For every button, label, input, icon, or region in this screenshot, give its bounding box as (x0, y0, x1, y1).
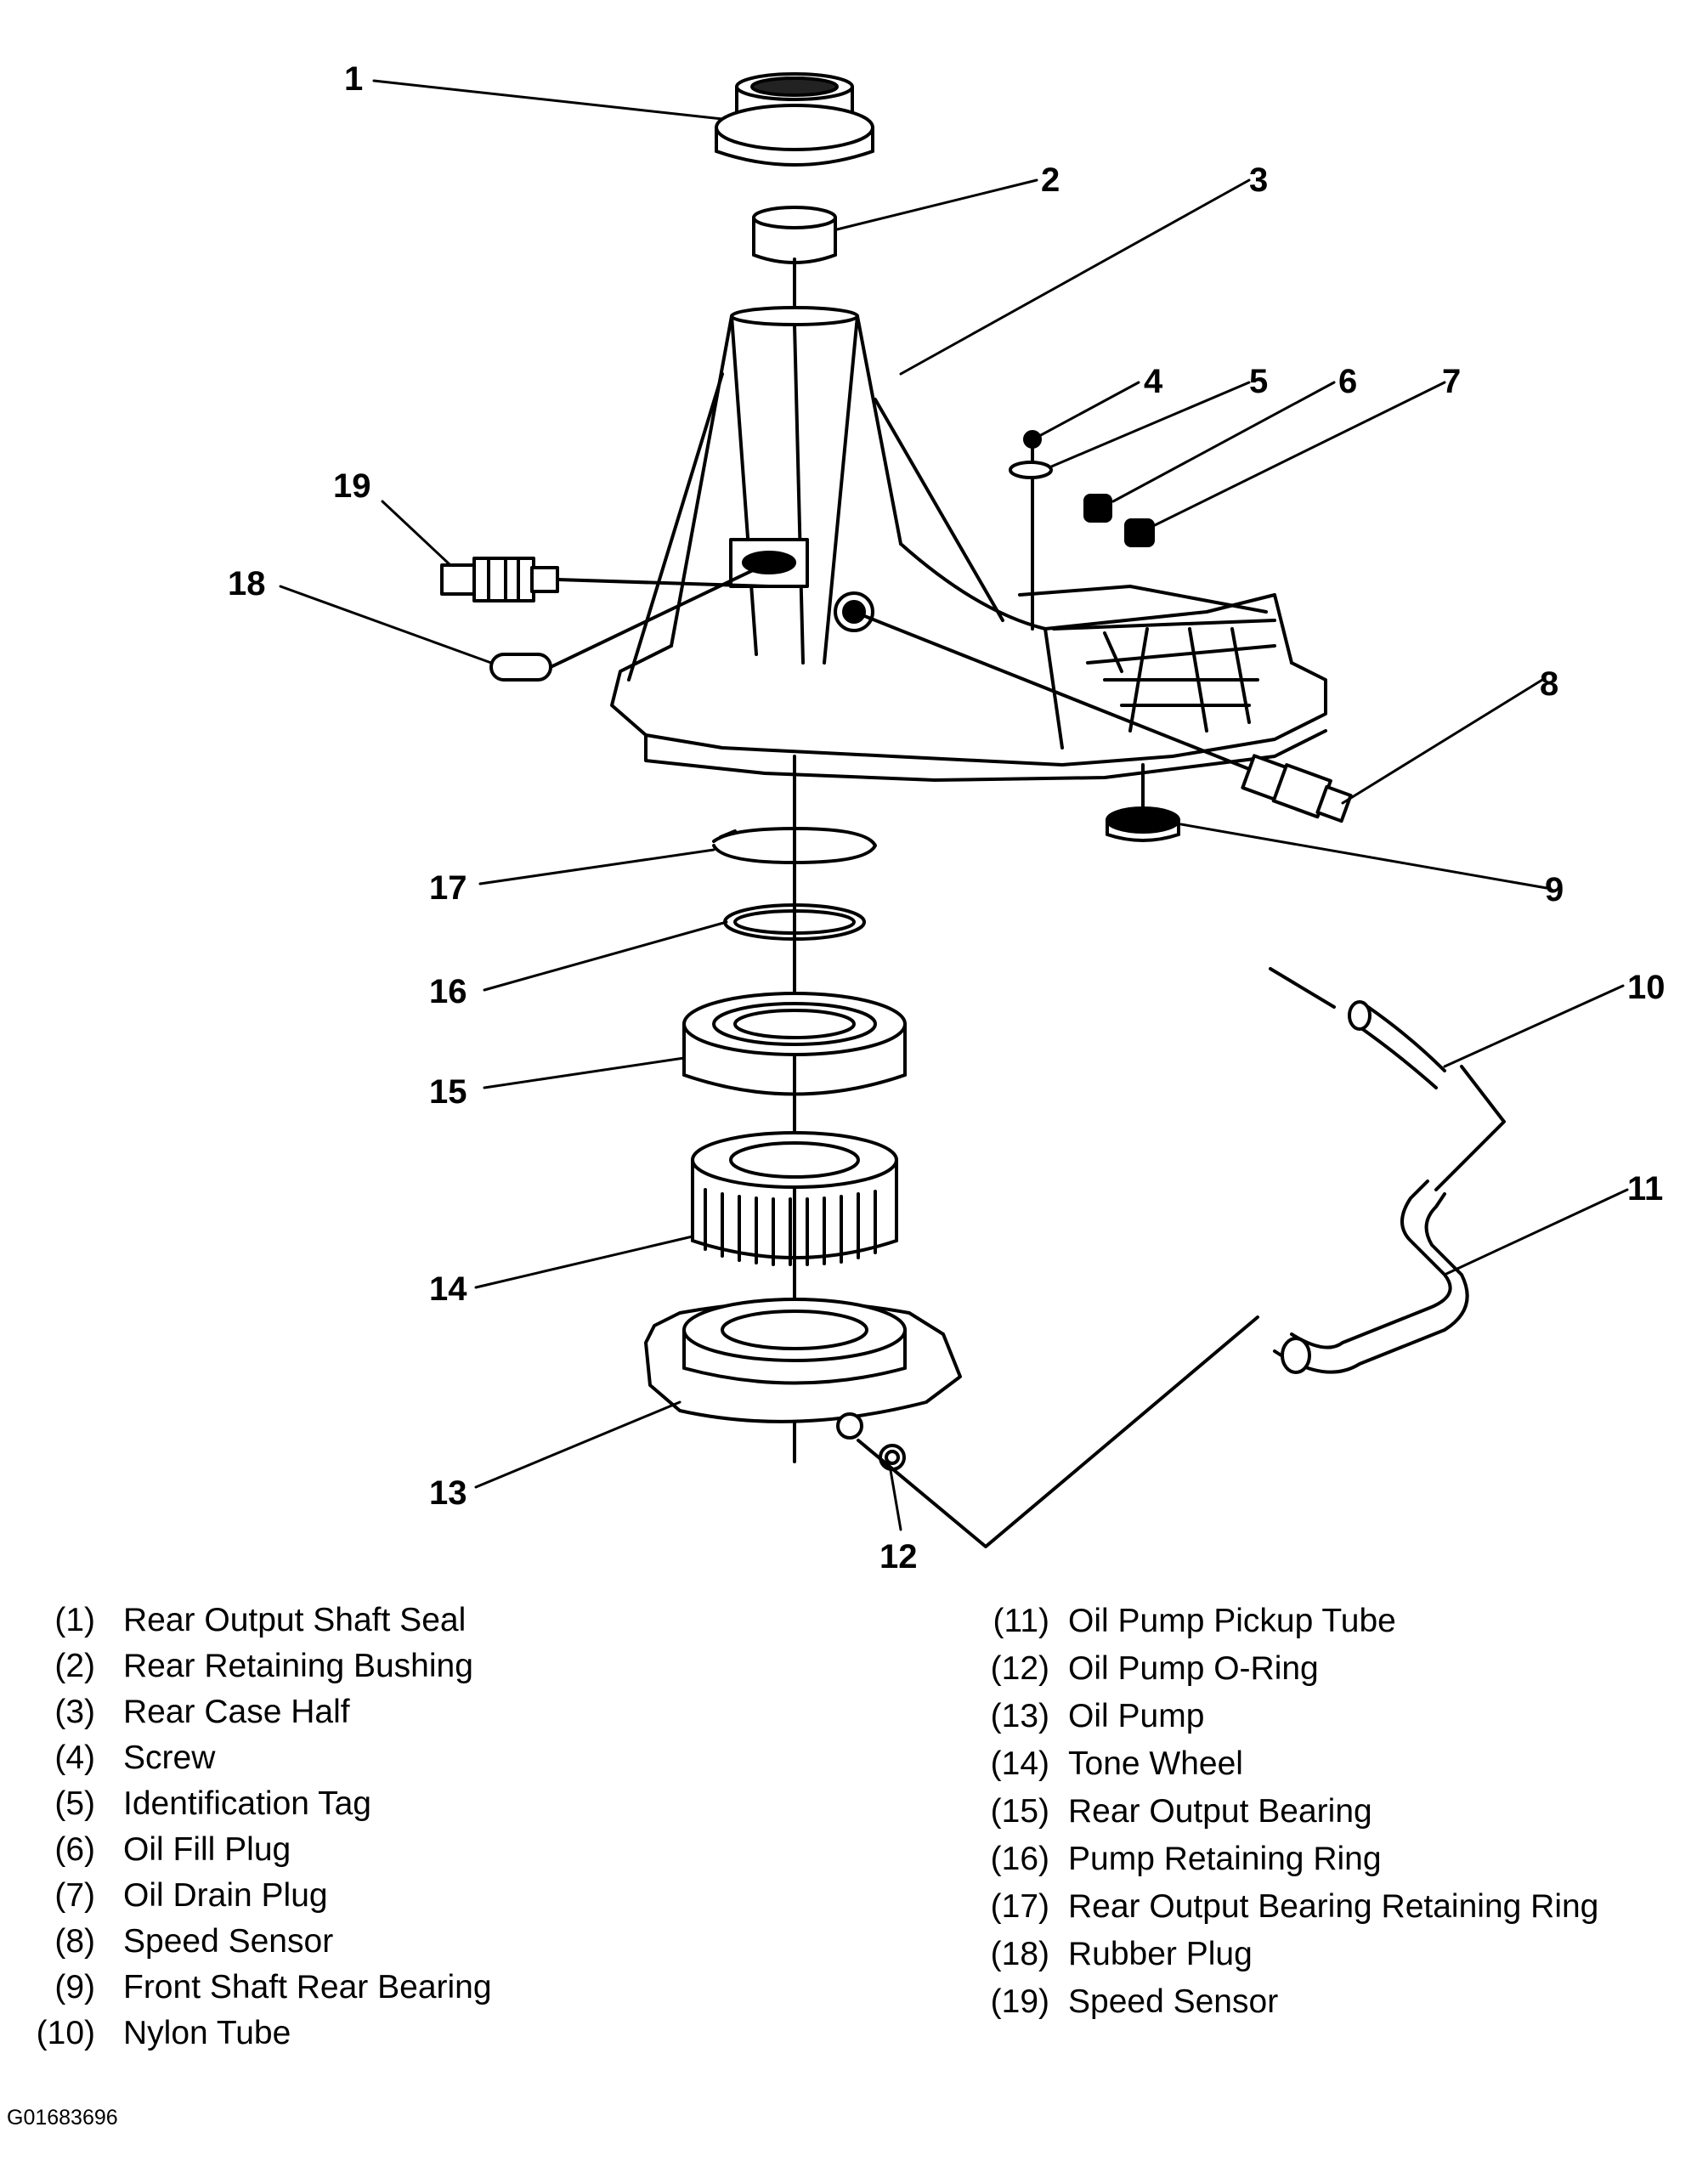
legend-number: (13) (990, 1698, 1049, 1734)
legend-item-10: (10) Nylon Tube (34, 2015, 291, 2052)
legend-item-13: (13) Oil Pump (973, 1698, 1205, 1735)
legend-number: (14) (990, 1745, 1049, 1782)
legend-number: (12) (990, 1650, 1049, 1687)
legend-label: Oil Pump O-Ring (1068, 1650, 1319, 1687)
legend-number: (6) (54, 1831, 95, 1868)
legend-label: Oil Fill Plug (123, 1831, 291, 1868)
legend-item-5: (5) Identification Tag (34, 1785, 371, 1823)
legend-number: (18) (990, 1936, 1049, 1972)
legend-item-7: (7) Oil Drain Plug (34, 1877, 327, 1915)
legend-item-18: (18) Rubber Plug (973, 1936, 1253, 1973)
rubber-plug-part (489, 561, 771, 682)
legend-number: (1) (54, 1602, 95, 1638)
front-shaft-rear-bearing-part (1106, 763, 1180, 842)
callout-5: 5 (1249, 363, 1268, 400)
legend-label: Rear Retaining Bushing (123, 1648, 473, 1684)
legend-label: Rear Output Shaft Seal (123, 1602, 467, 1638)
callout-14: 14 (429, 1270, 467, 1308)
legend-item-15: (15) Rear Output Bearing (973, 1793, 1372, 1830)
legend-number: (19) (990, 1983, 1049, 2020)
oil-pump-part (644, 1298, 962, 1440)
legend-item-11: (11) Oil Pump Pickup Tube (973, 1603, 1396, 1640)
legend-number: (4) (54, 1740, 95, 1776)
legend-label: Identification Tag (123, 1785, 371, 1822)
legend-number: (8) (54, 1923, 95, 1960)
legend-item-14: (14) Tone Wheel (973, 1745, 1243, 1783)
callout-1: 1 (344, 60, 363, 98)
oil-drain-plug-part (1124, 518, 1155, 547)
legend-label: Pump Retaining Ring (1068, 1841, 1382, 1877)
legend-label: Nylon Tube (123, 2015, 291, 2051)
legend-item-6: (6) Oil Fill Plug (34, 1831, 291, 1869)
legend-label: Screw (123, 1740, 216, 1776)
legend-number: (9) (54, 1969, 95, 2005)
legend-label: Rear Output Bearing (1068, 1793, 1372, 1830)
rear-output-bearing-retaining-ring-part (712, 827, 877, 864)
legend-label: Rubber Plug (1068, 1936, 1253, 1972)
callout-18: 18 (228, 565, 266, 602)
legend-number: (5) (54, 1785, 95, 1822)
legend-item-19: (19) Speed Sensor (973, 1983, 1279, 2021)
oil-pump-o-ring-part (879, 1444, 906, 1471)
legend-item-4: (4) Screw (34, 1740, 215, 1777)
legend-label: Front Shaft Rear Bearing (123, 1969, 492, 2005)
callout-17: 17 (429, 869, 467, 907)
oil-pump-pickup-tube-part (857, 1179, 1469, 1548)
legend-label: Oil Drain Plug (123, 1877, 328, 1914)
legend-item-16: (16) Pump Retaining Ring (973, 1841, 1382, 1878)
legend-number: (15) (990, 1793, 1049, 1830)
legend-label: Oil Pump Pickup Tube (1068, 1603, 1396, 1639)
legend-item-8: (8) Speed Sensor (34, 1923, 333, 1960)
speed-sensor-8-part (852, 610, 1353, 823)
legend-label: Rear Case Half (123, 1694, 350, 1730)
callout-8: 8 (1540, 665, 1558, 703)
rear-output-shaft-seal-part (715, 72, 874, 167)
callout-10: 10 (1627, 969, 1666, 1006)
legend-item-1: (1) Rear Output Shaft Seal (34, 1602, 466, 1639)
legend-number: (10) (36, 2015, 95, 2051)
figure-id: G01683696 (7, 2106, 118, 2130)
legend-label: Speed Sensor (1068, 1983, 1279, 2020)
callout-13: 13 (429, 1474, 467, 1512)
speed-sensor-19-part (440, 557, 771, 602)
legend-item-2: (2) Rear Retaining Bushing (34, 1648, 473, 1685)
rear-case-half-part (610, 306, 1327, 782)
callout-15: 15 (429, 1073, 467, 1111)
legend-number: (16) (990, 1841, 1049, 1877)
callout-9: 9 (1545, 871, 1564, 908)
callout-labels: 1 2 3 4 5 6 7 8 9 10 11 12 13 14 15 16 1… (228, 60, 1666, 1575)
legend-label: Rear Output Bearing Retaining Ring (1068, 1888, 1599, 1925)
callout-16: 16 (429, 973, 467, 1010)
legend-number: (2) (54, 1648, 95, 1684)
exploded-parts-diagram: 1 2 3 4 5 6 7 8 9 10 11 12 13 14 15 16 1… (228, 60, 1666, 1575)
nylon-tube-part (1269, 967, 1506, 1191)
legend-item-3: (3) Rear Case Half (34, 1694, 349, 1731)
legend-number: (7) (54, 1877, 95, 1914)
identification-tag-part (1009, 461, 1053, 479)
callout-3: 3 (1249, 161, 1268, 199)
legend-item-17: (17) Rear Output Bearing Retaining Ring (973, 1888, 1599, 1926)
legend-number: (3) (54, 1694, 95, 1730)
tone-wheel-part (691, 1131, 898, 1266)
callout-6: 6 (1338, 363, 1357, 400)
callout-7: 7 (1442, 363, 1461, 400)
callout-19: 19 (333, 467, 371, 505)
oil-fill-plug-part (1083, 494, 1112, 523)
callout-11: 11 (1627, 1170, 1663, 1208)
legend-number: (17) (990, 1888, 1049, 1925)
rear-retaining-bushing-part (752, 206, 837, 264)
callout-12: 12 (879, 1538, 918, 1575)
legend-label: Oil Pump (1068, 1698, 1205, 1734)
legend-label: Tone Wheel (1068, 1745, 1243, 1782)
callout-2: 2 (1041, 161, 1060, 199)
callout-leader-lines (279, 79, 1629, 1531)
legend-number: (11) (993, 1603, 1049, 1639)
callout-4: 4 (1144, 363, 1163, 400)
legend-item-9: (9) Front Shaft Rear Bearing (34, 1969, 491, 2006)
legend-label: Speed Sensor (123, 1923, 334, 1960)
rear-output-bearing-part (682, 992, 907, 1096)
legend-item-12: (12) Oil Pump O-Ring (973, 1650, 1319, 1688)
